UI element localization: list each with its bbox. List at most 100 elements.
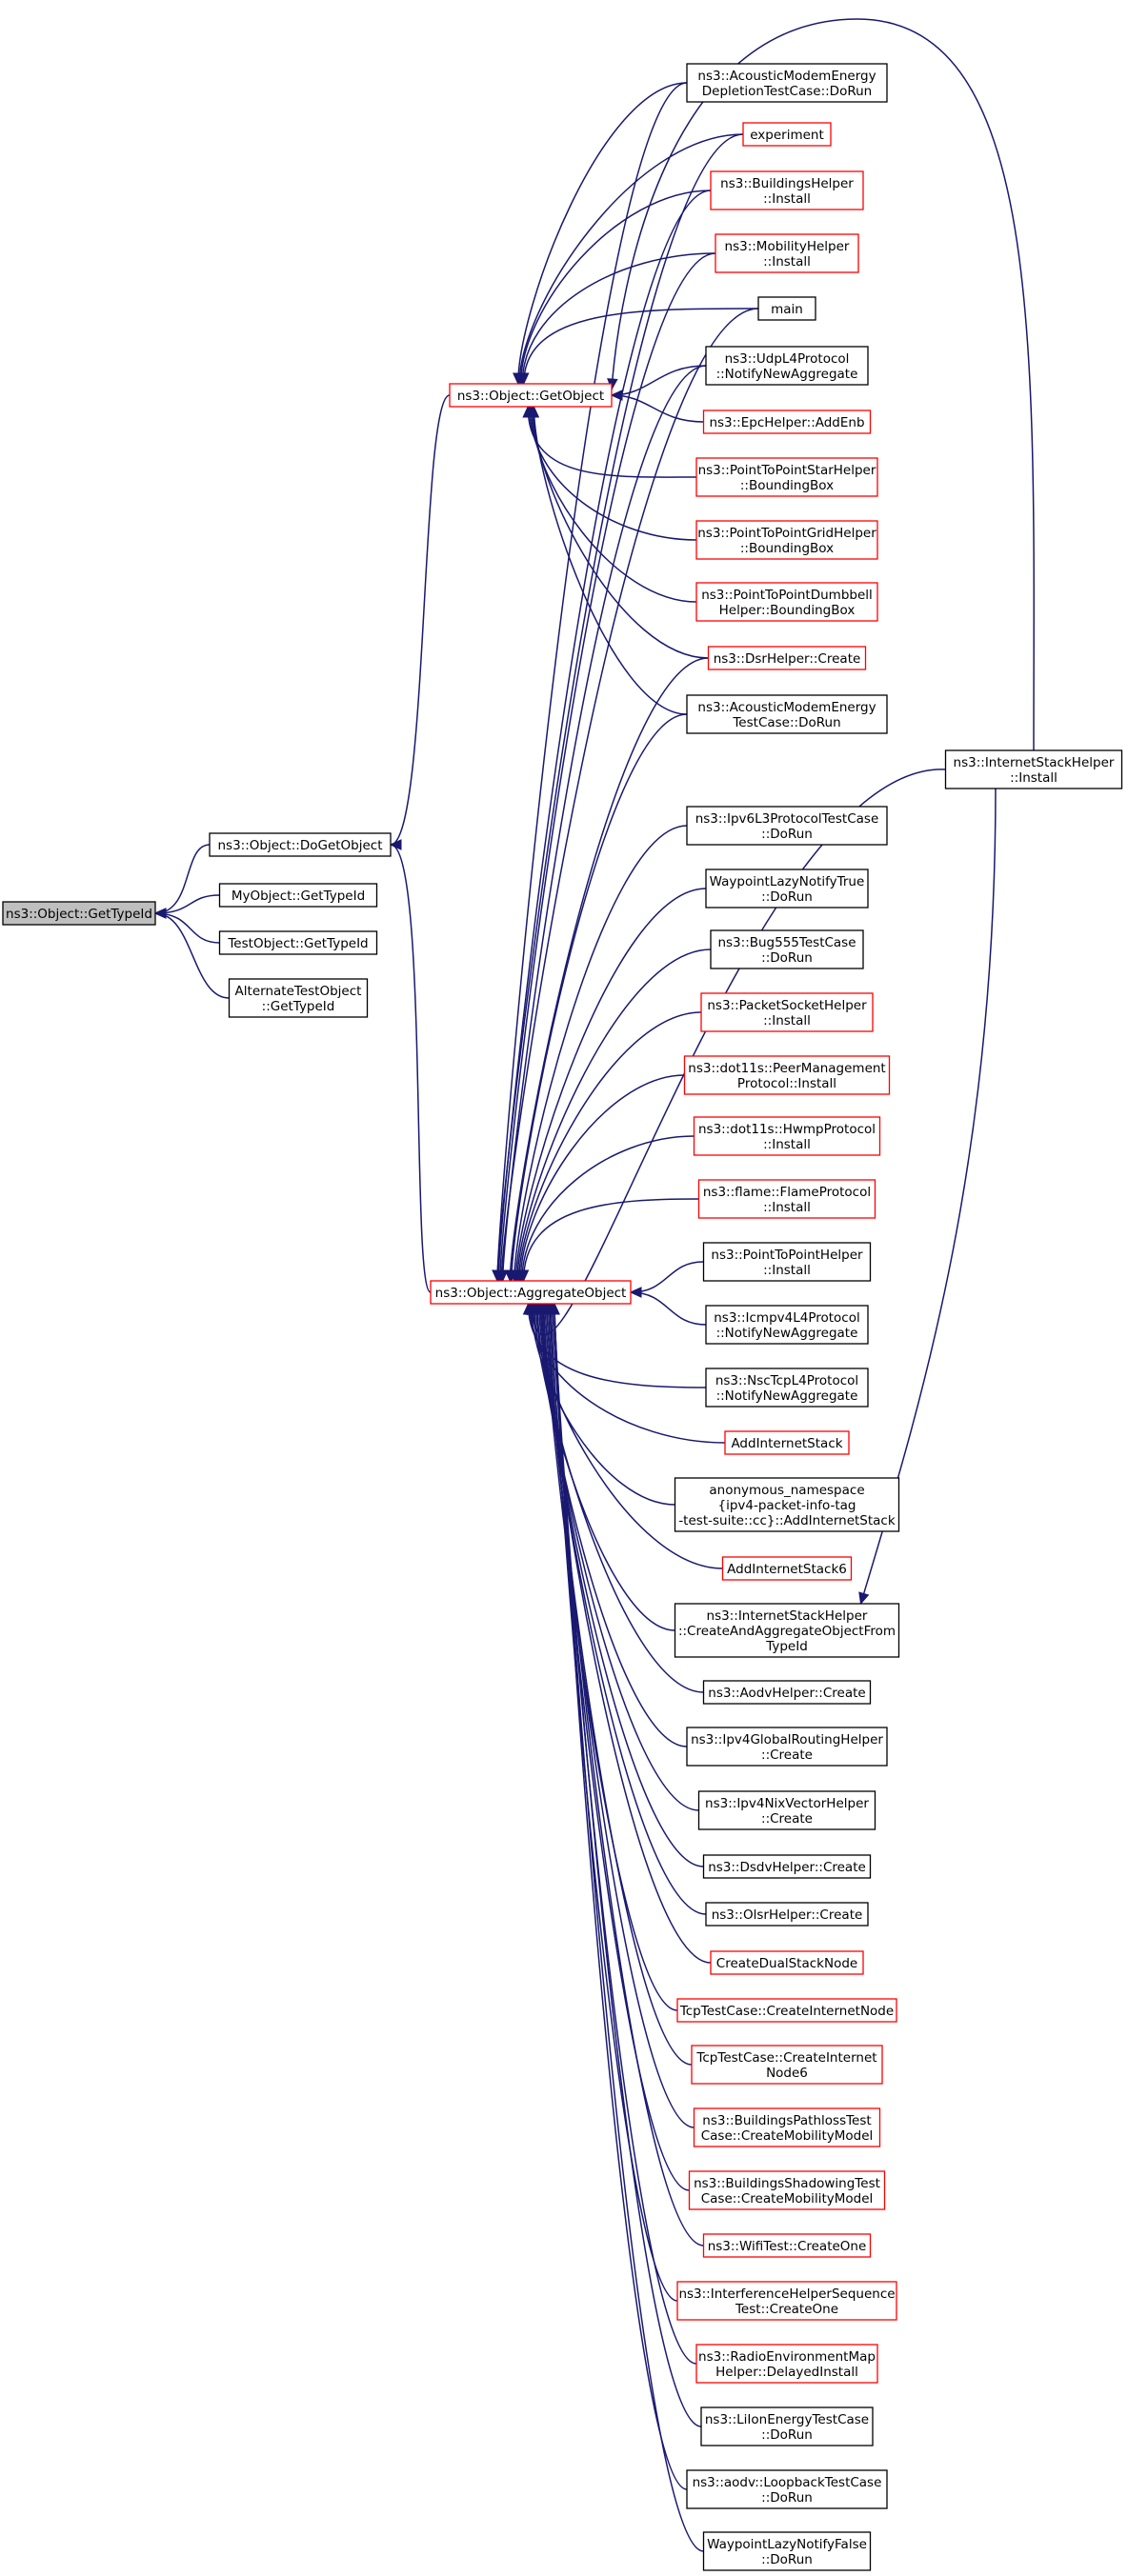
graph-node-createandaggregate[interactable]: ns3::InternetStackHelper::CreateAndAggre… [674, 1603, 900, 1658]
node-box [691, 2045, 883, 2085]
node-label: ns3::aodv::LoopbackTestCase [693, 2475, 882, 2490]
node-box [705, 869, 869, 909]
call-edge [519, 1074, 685, 1282]
graph-node-liion[interactable]: ns3::LiIonEnergyTestCase::DoRun [700, 2406, 874, 2446]
node-box [693, 1116, 881, 1156]
graph-node-icmpv4l4[interactable]: ns3::Icmpv4L4Protocol::NotifyNewAggregat… [705, 1305, 869, 1345]
graph-node-mobilityhelper[interactable]: ns3::MobilityHelper::Install [715, 233, 859, 273]
graph-node-tcp-createinternetnode[interactable]: TcpTestCase::CreateInternetNode [676, 1998, 897, 2023]
graph-node-peermanagement[interactable]: ns3::dot11s::PeerManagementProtocol::Ins… [683, 1055, 891, 1095]
node-box [686, 63, 888, 103]
call-edge [154, 844, 211, 914]
call-edge [533, 406, 688, 715]
node-box [430, 1280, 632, 1305]
graph-node-acoustic-depletion[interactable]: ns3::AcousticModemEnergyDepletionTestCas… [686, 63, 888, 103]
graph-node-alternatetestobject[interactable]: AlternateTestObject::GetTypeId [228, 978, 369, 1018]
graph-node-waypoint-true[interactable]: WaypointLazyNotifyTrue::DoRun [705, 869, 869, 909]
graph-node-anon-addinternetstack[interactable]: anonymous_namespace{ipv4-packet-info-tag… [674, 1477, 900, 1532]
node-box [724, 1430, 850, 1455]
call-edge [521, 1135, 695, 1282]
graph-node-flame[interactable]: ns3::flame::FlameProtocol::Install [697, 1179, 876, 1219]
graph-node-p2pstar[interactable]: ns3::PointToPointStarHelper::BoundingBox [695, 457, 878, 497]
graph-node-buildingsshadowing[interactable]: ns3::BuildingsShadowingTestCase::CreateM… [688, 2170, 886, 2210]
node-label: ::Install [763, 1013, 811, 1028]
node-label: experiment [750, 128, 824, 143]
node-label: ::Install [1010, 770, 1058, 786]
graph-node-udpl4[interactable]: ns3::UdpL4Protocol::NotifyNewAggregate [705, 346, 869, 386]
graph-node-ipv6l3[interactable]: ns3::Ipv6L3ProtocolTestCase::DoRun [686, 806, 888, 846]
node-box [715, 233, 859, 273]
node-label: TcpTestCase::CreateInternet [695, 2050, 876, 2066]
graph-node-dogetobject[interactable]: ns3::Object::DoGetObject [209, 832, 392, 857]
node-box [721, 1556, 853, 1581]
node-label: -test-suite::cc}::AddInternetStack [678, 1513, 896, 1528]
graph-node-hwmp[interactable]: ns3::dot11s::HwmpProtocol::Install [693, 1116, 881, 1156]
node-box [705, 1902, 869, 1927]
node-label: ns3::flame::FlameProtocol [703, 1185, 871, 1200]
graph-node-root[interactable]: ns3::Object::GetTypeId [2, 901, 156, 926]
call-edge [527, 1303, 707, 1388]
graph-node-internetstackhelper-install[interactable]: ns3::InternetStackHelper::Install [944, 749, 1123, 789]
node-box [228, 978, 369, 1018]
node-label: ::Install [763, 191, 811, 207]
graph-node-p2phelper[interactable]: ns3::PointToPointHelper::Install [702, 1242, 872, 1282]
graph-node-interferencehelper[interactable]: ns3::InterferenceHelperSequenceTest::Cre… [676, 2281, 897, 2321]
graph-node-getobject[interactable]: ns3::Object::GetObject [449, 383, 613, 408]
graph-node-packetsocket[interactable]: ns3::PacketSocketHelper::Install [700, 992, 874, 1032]
call-edge [516, 949, 712, 1282]
node-label: TestObject::GetTypeId [227, 936, 368, 951]
graph-node-waypoint-false[interactable]: WaypointLazyNotifyFalse::DoRun [702, 2531, 872, 2571]
call-edge [532, 406, 709, 659]
node-box [688, 2170, 886, 2210]
call-edge [536, 1303, 688, 1747]
graph-node-ipv4nixvector[interactable]: ns3::Ipv4NixVectorHelper::Create [697, 1790, 876, 1830]
call-edge [552, 1303, 697, 2365]
node-box [686, 1727, 888, 1767]
call-edge [544, 1303, 693, 2066]
node-box [449, 383, 613, 408]
node-box [674, 1477, 900, 1532]
node-box [702, 1242, 872, 1282]
node-label: ::DoRun [761, 889, 813, 905]
node-box [710, 1950, 864, 1975]
call-edge [550, 1303, 678, 2302]
graph-node-wifitest[interactable]: ns3::WifiTest::CreateOne [702, 2233, 872, 2258]
node-label: ::NotifyNewAggregate [716, 1388, 858, 1404]
graph-node-addinternetstack6[interactable]: AddInternetStack6 [721, 1556, 853, 1581]
graph-node-p2pdumbbell[interactable]: ns3::PointToPointDumbbellHelper::Boundin… [695, 582, 878, 622]
graph-node-addinternetstack[interactable]: AddInternetStack [724, 1430, 850, 1455]
graph-node-olsrhelper[interactable]: ns3::OlsrHelper::Create [705, 1902, 869, 1927]
graph-node-nsctcpl4[interactable]: ns3::NscTcpL4Protocol::NotifyNewAggregat… [705, 1368, 869, 1408]
graph-node-dsdvhelper[interactable]: ns3::DsdvHelper::Create [702, 1854, 872, 1879]
node-label: ::Install [763, 1263, 811, 1278]
node-label: ns3::Object::GetObject [457, 389, 604, 404]
graph-node-createdualstack[interactable]: CreateDualStackNode [710, 1950, 864, 1975]
graph-node-ipv4globalrouting[interactable]: ns3::Ipv4GlobalRoutingHelper::Create [686, 1727, 888, 1767]
graph-node-experiment[interactable]: experiment [742, 122, 832, 147]
graph-node-dsrhelper[interactable]: ns3::DsrHelper::Create [707, 646, 867, 670]
graph-node-main[interactable]: main [757, 296, 816, 321]
node-label: ns3::RadioEnvironmentMap [698, 2349, 876, 2365]
graph-node-bug555[interactable]: ns3::Bug555TestCase::DoRun [710, 929, 864, 969]
graph-node-aodvhelper[interactable]: ns3::AodvHelper::Create [702, 1680, 872, 1705]
node-box [697, 1790, 876, 1830]
graph-node-aggregateobject[interactable]: ns3::Object::AggregateObject [430, 1280, 632, 1305]
node-label: ns3::InternetStackHelper [954, 755, 1115, 770]
graph-node-epchelper[interactable]: ns3::EpcHelper::AddEnb [702, 409, 872, 434]
graph-node-buildingshelper[interactable]: ns3::BuildingsHelper::Install [710, 170, 864, 210]
call-edge [154, 912, 230, 999]
node-label: ns3::PacketSocketHelper [707, 998, 867, 1013]
node-label: ns3::DsrHelper::Create [714, 651, 861, 667]
graph-node-testobject[interactable]: TestObject::GetTypeId [218, 930, 378, 955]
graph-node-buildingspathloss[interactable]: ns3::BuildingsPathlossTestCase::CreateMo… [693, 2107, 881, 2147]
graph-node-p2pgrid[interactable]: ns3::PointToPointGridHelper::BoundingBox [695, 520, 878, 560]
node-label: ::DoRun [761, 2427, 813, 2443]
node-label: {ipv4-packet-info-tag [717, 1498, 856, 1513]
graph-node-radioenvmap[interactable]: ns3::RadioEnvironmentMapHelper::DelayedI… [695, 2344, 878, 2384]
graph-node-aodv-loopback[interactable]: ns3::aodv::LoopbackTestCase::DoRun [686, 2469, 888, 2509]
call-edge [611, 365, 707, 396]
graph-node-myobject[interactable]: MyObject::GetTypeId [218, 883, 378, 908]
node-box [702, 409, 872, 434]
